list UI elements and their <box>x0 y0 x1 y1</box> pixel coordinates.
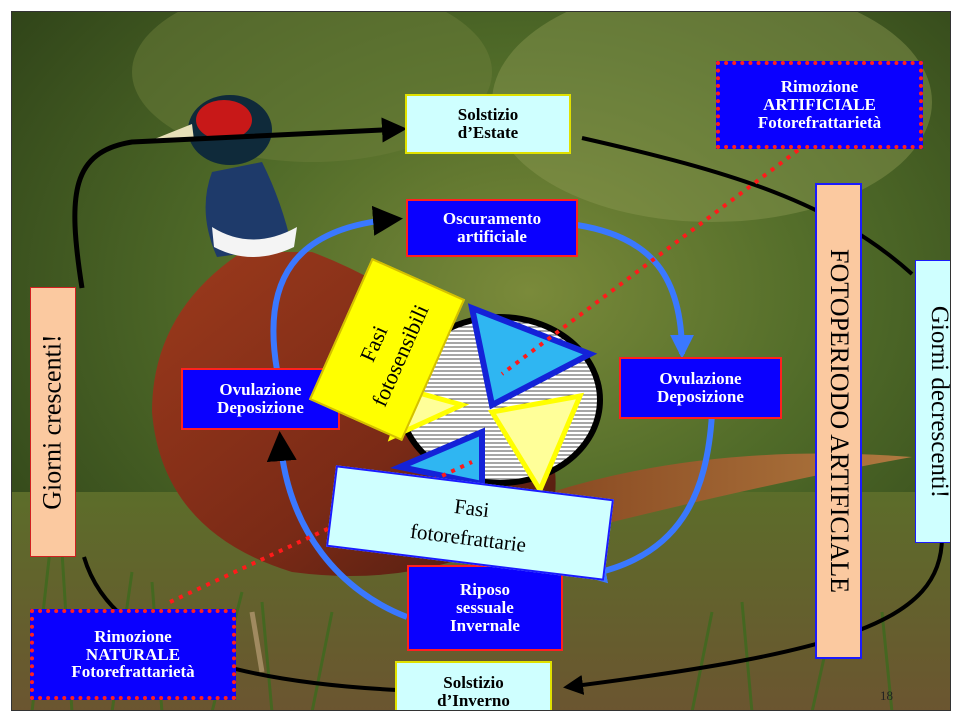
arc-spring-arrow <box>75 129 402 288</box>
natural-removal-box: Rimozione NATURALE Fotorefrattarietà <box>30 609 236 700</box>
artificial-removal-box: Rimozione ARTIFICIALE Fotorefrattarietà <box>716 61 923 149</box>
artificial-photoperiod-label: FOTOPERIODO ARTIFICIALE <box>815 183 862 659</box>
ovulation-right-box: Ovulazione Deposizione <box>619 357 782 419</box>
artificial-darkening-box: Oscuramento artificiale <box>406 199 578 257</box>
blue-arrow-to-ovulation-right <box>577 225 682 354</box>
increasing-days-label: Giorni crescenti! <box>30 287 76 557</box>
arc-summer-to-autumn <box>582 138 912 274</box>
slide: Solstizio d’Estate Rimozione ARTIFICIALE… <box>11 11 951 711</box>
arc-autumn-arrow <box>567 537 942 687</box>
page-number: 18 <box>880 688 893 704</box>
sexual-rest-box: Riposo sessuale Invernale <box>407 565 563 651</box>
summer-solstice-box: Solstizio d’Estate <box>405 94 571 154</box>
decreasing-days-label: Giorni decrescenti! <box>915 260 951 543</box>
winter-solstice-box: Solstizio d’Inverno <box>395 661 552 711</box>
